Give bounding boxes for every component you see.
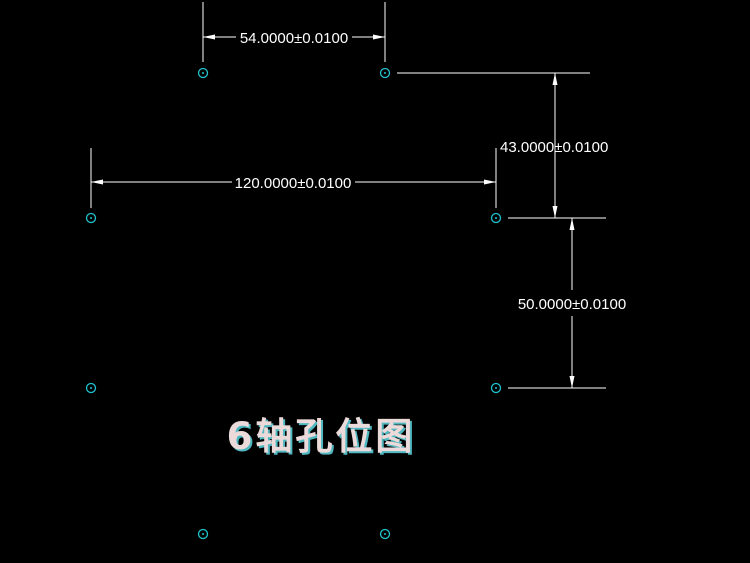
circle-center-icon [197,528,209,540]
drawing-title: 6轴孔位图 6轴孔位图 [227,415,418,460]
dimension-vertical-offset-top: 43.0000±0.0100 [397,72,608,219]
circle-center-icon [379,528,391,540]
dimension-label-vertical-offset-bottom: 50.0000±0.0100 [518,296,626,313]
circle-center-icon [197,67,209,79]
arrow-right-icon [373,34,385,40]
arrow-down-icon [552,206,558,218]
hole-center-point [384,72,386,74]
dimension-vertical-offset-bottom: 50.0000±0.0100 [508,218,626,389]
dimension-label-top-spacing: 54.0000±0.0100 [240,30,348,47]
hole-center-point [90,217,92,219]
hole-center-point [202,533,204,535]
circle-center-icon [490,212,502,224]
arrow-down-icon [569,376,575,388]
circle-center-icon [85,212,97,224]
drawing-title-text: 6轴孔位图 [227,415,416,458]
hole-middle-upper-right [490,212,502,224]
dimension-row-spacing: 120.0000±0.0100 [90,148,497,208]
hole-middle-upper-left [85,212,97,224]
hole-middle-lower-right [490,382,502,394]
hole-top-right [379,67,391,79]
hole-center-point [495,387,497,389]
drawing-title-shadow: 6轴孔位图 [229,417,418,460]
arrow-left-icon [203,34,215,40]
circle-center-icon [379,67,391,79]
dimension-label-vertical-offset-top: 43.0000±0.0100 [500,139,608,156]
hole-center-point [202,72,204,74]
hole-center-point [384,533,386,535]
hole-bottom-left [197,528,209,540]
hole-markers [85,67,502,540]
hole-center-point [90,387,92,389]
arrow-right-icon [484,179,496,185]
circle-center-icon [490,382,502,394]
arrow-up-icon [569,218,575,230]
circle-center-icon [85,382,97,394]
hole-middle-lower-left [85,382,97,394]
hole-top-left [197,67,209,79]
dimension-label-row-spacing: 120.0000±0.0100 [235,175,352,192]
dimension-top-spacing: 54.0000±0.0100 [202,2,386,62]
hole-bottom-right [379,528,391,540]
hole-center-point [495,217,497,219]
arrow-up-icon [552,73,558,85]
arrow-left-icon [91,179,103,185]
